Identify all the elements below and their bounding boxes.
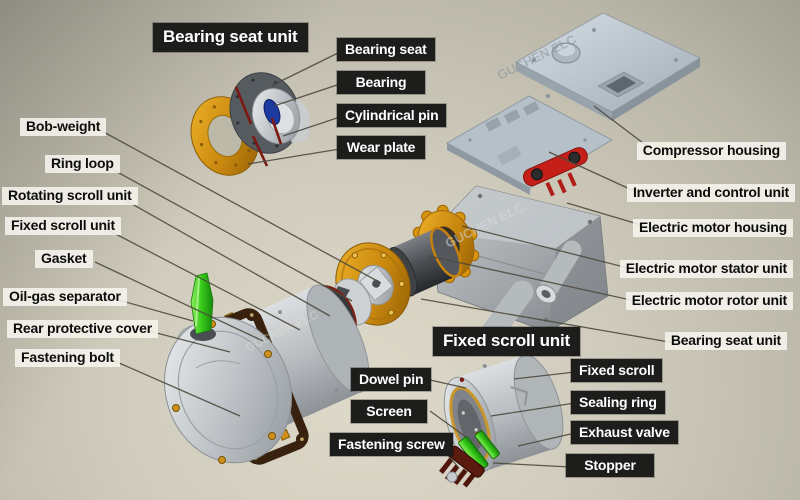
leader-wear-plate — [247, 148, 341, 165]
leader-cylindrical-pin — [282, 116, 341, 137]
label-dowel-pin: Dowel pin — [351, 368, 432, 392]
label-fastening-bolt: Fastening bolt — [15, 349, 120, 368]
leader-fixed-scroll-unit-left — [107, 229, 301, 331]
label-electric-motor-stator-unit: Electric motor stator unit — [619, 260, 793, 279]
leader-lines — [94, 51, 676, 469]
label-bearing: Bearing — [337, 71, 425, 95]
label-gasket: Gasket — [35, 250, 93, 269]
leader-stator — [461, 225, 641, 272]
leader-bearing — [273, 83, 341, 107]
label-bob-weight: Bob-weight — [20, 118, 107, 137]
label-rotating-scroll-unit: Rotating scroll unit — [2, 187, 138, 206]
label-exhaust-valve: Exhaust valve — [571, 421, 678, 445]
leader-sealing-ring — [490, 402, 576, 417]
leader-bearing-seat-unit-right — [420, 298, 676, 344]
inverter-and-control-unit-part — [446, 95, 613, 195]
label-fixed-scroll-unit-header: Fixed scroll unit — [433, 327, 580, 356]
oil-gas-separator-part — [190, 272, 216, 341]
label-electric-motor-housing: Electric motor housing — [632, 219, 793, 238]
label-bearing-seat-unit-header: Bearing seat unit — [153, 23, 308, 52]
label-rear-protective-cover: Rear protective cover — [7, 320, 158, 339]
label-fastening-screw: Fastening screw — [330, 433, 453, 457]
label-compressor-housing: Compressor housing — [636, 142, 786, 161]
leader-rotating-scroll-unit — [124, 199, 331, 317]
leader-stopper — [492, 462, 571, 468]
label-wear-plate: Wear plate — [337, 136, 425, 160]
leader-screen — [429, 410, 467, 438]
leader-rear-protective-cover — [144, 329, 231, 353]
red-connector-part — [522, 147, 588, 197]
leader-gasket — [94, 261, 264, 342]
label-oil-gas-separator: Oil-gas separator — [3, 288, 127, 307]
label-inverter-and-control-unit: Inverter and control unit — [626, 184, 795, 203]
leader-rotor — [428, 255, 641, 303]
leader-fastening-bolt — [109, 358, 241, 417]
compressor-housing-part — [515, 12, 701, 121]
label-electric-motor-rotor-unit: Electric motor rotor unit — [625, 292, 793, 311]
leader-dowel-pin — [429, 379, 467, 389]
leader-ring-loop — [109, 167, 353, 302]
leader-oil-gas-separator — [114, 298, 194, 322]
label-bearing-seat-unit-right: Bearing seat unit — [664, 332, 787, 351]
leader-bob-weight — [99, 129, 382, 284]
label-cylindrical-pin: Cylindrical pin — [337, 104, 447, 128]
leader-exhaust-valve — [517, 432, 576, 447]
label-fixed-scroll-unit-left: Fixed scroll unit — [5, 217, 121, 236]
label-stopper: Stopper — [566, 454, 654, 478]
label-ring-loop: Ring loop — [45, 155, 120, 174]
label-bearing-seat: Bearing seat — [337, 38, 435, 62]
leader-bearing-seat — [270, 51, 341, 87]
label-sealing-ring: Sealing ring — [571, 391, 665, 415]
label-fixed-scroll: Fixed scroll — [571, 359, 663, 383]
leader-fixed-scroll — [513, 371, 576, 380]
screw-tip-part — [446, 471, 458, 483]
label-screen: Screen — [351, 400, 427, 424]
